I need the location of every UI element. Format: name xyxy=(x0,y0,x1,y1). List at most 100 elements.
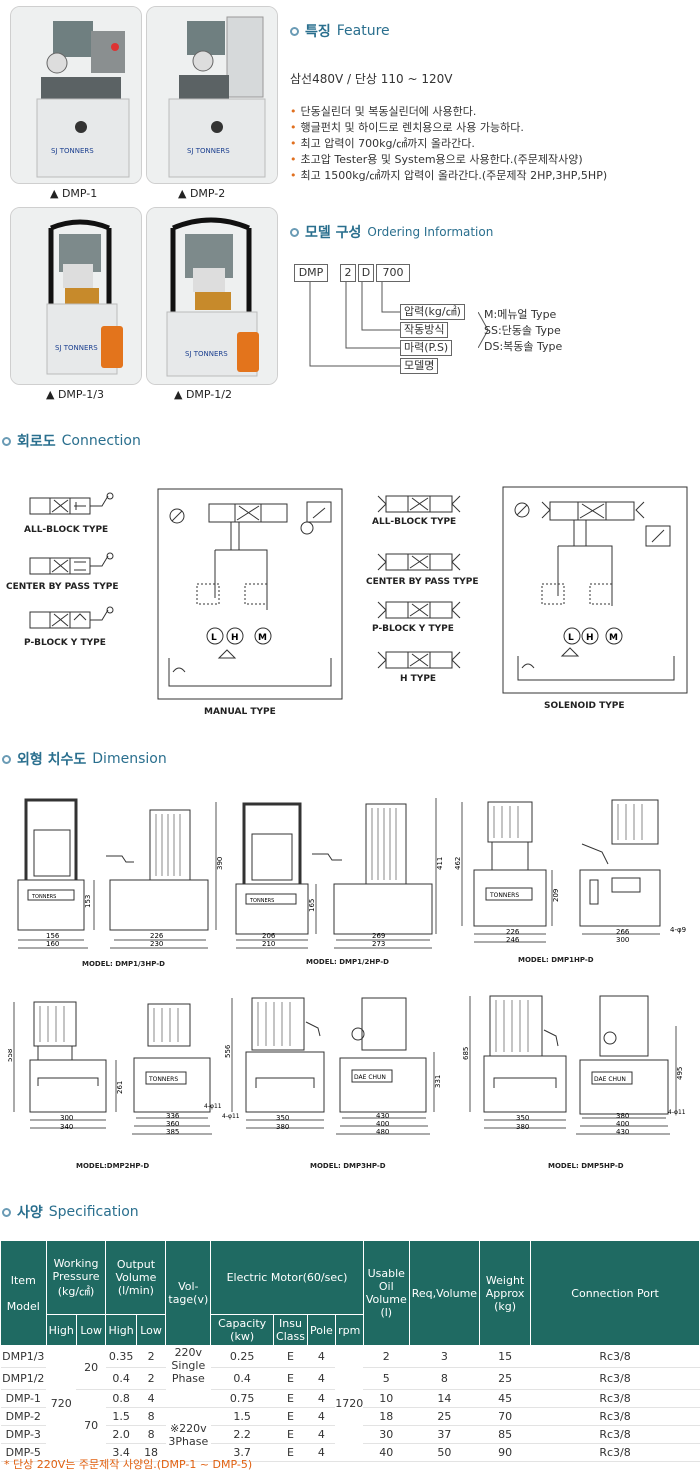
feature-bullet: •초고압 Tester용 및 System용으로 사용한다.(주문제작사양) xyxy=(290,153,583,166)
feature-heading: 특징 Feature xyxy=(290,21,390,41)
cell-insu: E xyxy=(273,1407,308,1426)
valve-symbol-center-bypass-left xyxy=(29,552,114,575)
spec-note: * 단상 220V는 주문제작 사양임.(DMP-1 ~ DMP-5) xyxy=(4,1458,253,1471)
table-row: DMP-1 70 0.8 4 0.75 E 4 10 14 45 Rc3/8 xyxy=(0,1389,700,1462)
cell-port: Rc3/8 xyxy=(530,1389,700,1408)
circuit-letter: H xyxy=(586,633,594,643)
dim-value: 4-φ11 xyxy=(668,1109,686,1116)
cell-usable: 5 xyxy=(363,1367,410,1390)
cell-req: 3 xyxy=(409,1345,480,1368)
cell-req: 8 xyxy=(409,1367,480,1390)
valve-symbol-p-block-right xyxy=(377,601,461,619)
pump-image-dmp-1-2: SJ TONNERS xyxy=(147,208,277,384)
header-low: Low xyxy=(135,1314,167,1346)
dimension-drawing-dmp1hp: TONNERS 462 209 226 246 266 300 4-φ9 xyxy=(454,799,686,944)
dim-value: 261 xyxy=(116,1081,124,1094)
ordering-heading: 모델 구성 Ordering Information xyxy=(290,222,493,242)
header-pole: Pole xyxy=(306,1314,336,1346)
cell-weight: 45 xyxy=(479,1389,531,1408)
cell-output-low: 4 xyxy=(136,1389,166,1408)
model-caption: MODEL:DMP2HP-D xyxy=(76,1162,150,1170)
cell-pole: 4 xyxy=(307,1367,336,1390)
order-label-horsepower: 마력(P.S) xyxy=(400,340,453,356)
dim-value: 390 xyxy=(216,857,224,870)
header-req-volume: Req,Volume xyxy=(408,1240,481,1346)
header-insu-class: Insu Class xyxy=(273,1314,308,1346)
circuit-letter: M xyxy=(258,633,267,643)
cell-model: DMP-5 xyxy=(0,1443,47,1462)
solenoid-type-caption: SOLENOID TYPE xyxy=(544,701,625,711)
type-label: P-BLOCK Y TYPE xyxy=(372,624,454,634)
cell-low-pressure: 20 xyxy=(76,1345,106,1390)
header-usable-oil: Usable Oil Volume (l) xyxy=(362,1240,410,1346)
bullet-circle-icon xyxy=(2,1207,11,1217)
dim-value: 480 xyxy=(376,1128,389,1136)
header-low: Low xyxy=(75,1314,107,1346)
cell-output-high: 0.35 xyxy=(105,1345,137,1368)
bullet-circle-icon xyxy=(2,436,11,446)
nameplate-text: TONNERS xyxy=(148,1076,178,1083)
dim-value: 4-φ9 xyxy=(670,926,686,934)
order-code-pressure: 700 xyxy=(376,264,410,282)
cell-high-pressure: 720 xyxy=(46,1345,77,1462)
header-working-pressure: Working Pressure (kg/㎠) xyxy=(45,1240,107,1315)
cell-weight: 15 xyxy=(479,1345,531,1368)
cell-weight: 85 xyxy=(479,1425,531,1444)
dim-value: 360 xyxy=(166,1120,179,1128)
circuit-letter: L xyxy=(568,633,574,643)
cell-output-high: 3.4 xyxy=(105,1443,137,1462)
cell-port: Rc3/8 xyxy=(530,1425,700,1444)
cell-voltage-3phase: ※220v 3Phase xyxy=(165,1407,211,1462)
cell-model: DMP-3 xyxy=(0,1425,47,1444)
cell-output-low: 8 xyxy=(136,1407,166,1426)
order-code-dmp: DMP xyxy=(294,264,328,282)
table-row: DMP-2 1.5 8 ※220v 3Phase 1.5 E 4 18 25 7… xyxy=(0,1407,700,1462)
cell-weight: 90 xyxy=(479,1443,531,1462)
cell-low-pressure: 70 xyxy=(76,1389,106,1462)
dim-value: 380 xyxy=(616,1112,629,1120)
dimension-drawing-dmp1-3hp: TONNERS 153 156 160 226 230 390 xyxy=(17,798,224,949)
brand-label: SJ TONNERS xyxy=(185,350,228,358)
dim-value: 269 xyxy=(372,932,385,940)
header-high: High xyxy=(105,1314,137,1346)
cell-rpm: 1720 xyxy=(335,1345,364,1462)
dim-value: 300 xyxy=(616,936,629,944)
model-caption: MODEL: DMP1HP-D xyxy=(518,956,594,964)
dim-value: 206 xyxy=(262,932,276,940)
order-label-pressure: 압력(kg/㎠) xyxy=(400,304,465,320)
bullet-circle-icon xyxy=(2,754,11,764)
dim-value: 156 xyxy=(46,932,60,940)
header-weight: Weight Approx (kg) xyxy=(479,1240,532,1346)
nameplate-text: TONNERS xyxy=(249,898,274,904)
dimension-drawing-dmp2hp: TONNERS 558 261 300 340 336 360 385 4-φ1… xyxy=(8,1001,222,1136)
cell-insu: E xyxy=(273,1345,308,1368)
nameplate-text: TONNERS xyxy=(31,894,56,900)
header-output-volume: Output Volume (l/min) xyxy=(105,1240,167,1315)
cell-insu: E xyxy=(273,1443,308,1462)
cell-usable: 18 xyxy=(363,1407,410,1426)
manual-circuit-diagram: L H M xyxy=(157,488,343,700)
dim-value: 226 xyxy=(506,928,520,936)
cell-output-high: 2.0 xyxy=(105,1425,137,1444)
cell-req: 14 xyxy=(409,1389,480,1408)
cell-model: DMP1/3 xyxy=(0,1345,47,1368)
cell-model: DMP-1 xyxy=(0,1389,47,1408)
cell-usable: 2 xyxy=(363,1345,410,1368)
cell-insu: E xyxy=(273,1389,308,1408)
cell-pole: 4 xyxy=(307,1407,336,1426)
cell-output-low: 2 xyxy=(136,1367,166,1390)
dimension-drawing-dmp3hp: DAE CHUN 556 331 350 380 430 400 480 4-φ… xyxy=(222,997,442,1136)
dim-value: 380 xyxy=(276,1123,289,1131)
caption-dmp-1-3: ▲ DMP-1/3 xyxy=(46,388,104,401)
order-option-manual: M:메뉴얼 Type xyxy=(484,308,557,321)
header-rpm: rpm xyxy=(334,1314,364,1346)
bullet-circle-icon xyxy=(290,26,299,36)
order-option-single: SS:단동솔 Type xyxy=(484,324,561,337)
caption-dmp-1: ▲ DMP-1 xyxy=(50,187,98,200)
dim-value: 246 xyxy=(506,936,520,944)
feature-bullet: •단동실린더 및 복동실린더에 사용한다. xyxy=(290,105,477,118)
dim-value: 385 xyxy=(166,1128,179,1136)
cell-req: 37 xyxy=(409,1425,480,1444)
